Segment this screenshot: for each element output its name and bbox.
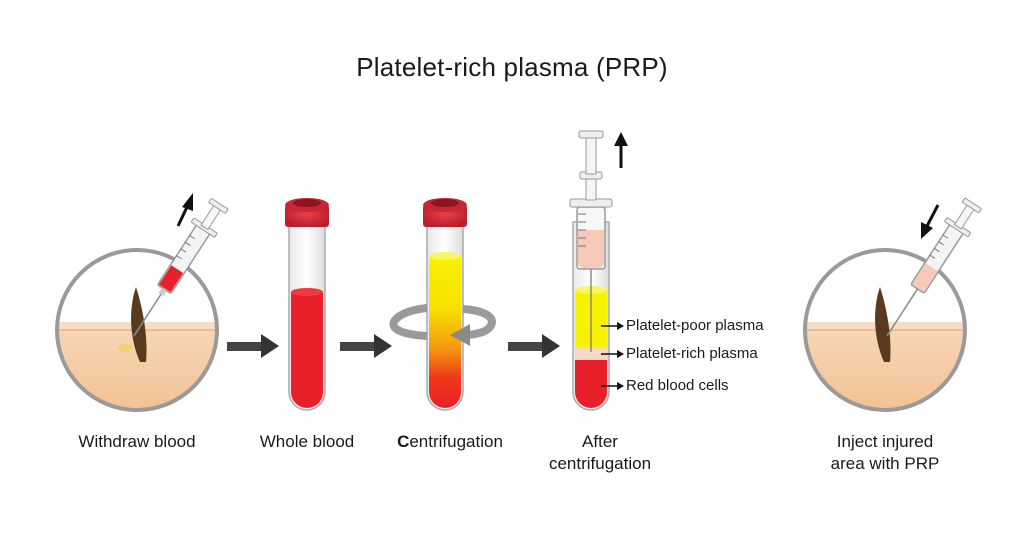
arrow-down-icon xyxy=(921,204,940,239)
syringe-withdraw-icon xyxy=(133,198,229,337)
whole-blood-tube xyxy=(285,198,329,411)
label-after-line2: centrifugation xyxy=(548,454,652,473)
flow-arrow-2 xyxy=(340,334,392,358)
centrifuge-tube xyxy=(423,198,467,411)
flow-arrow-3 xyxy=(508,334,560,358)
inject-skin-circle xyxy=(803,248,967,412)
syringe-extract-icon xyxy=(569,130,613,352)
syringe-inject-icon xyxy=(886,197,982,337)
label-centrifugation-initial: C xyxy=(397,432,410,451)
layer-pointer-arrows xyxy=(601,322,624,390)
label-centrifugation: Centrifugation xyxy=(370,431,530,453)
layer-label-platelet-poor: Platelet-poor plasma xyxy=(626,317,764,334)
rotation-arrow-icon xyxy=(389,304,497,346)
label-after-line1: After xyxy=(582,432,618,451)
label-withdraw-blood: Withdraw blood xyxy=(78,432,196,451)
flow-arrow-1 xyxy=(227,334,279,358)
hair-follicle-icon-2 xyxy=(875,287,891,362)
label-centrifugation-rest: entrifugation xyxy=(409,432,503,451)
label-inject-line1: Inject injured xyxy=(836,432,934,451)
label-inject-line2: area with PRP xyxy=(830,454,940,473)
arrow-up-icon xyxy=(176,193,193,227)
label-after-centrifugation: After centrifugation xyxy=(515,431,685,475)
page-title: Platelet-rich plasma (PRP) xyxy=(356,52,668,82)
label-inject: Inject injured area with PRP xyxy=(800,431,970,475)
arrow-up-extract-icon xyxy=(614,132,628,168)
label-whole-blood: Whole blood xyxy=(259,432,355,451)
layer-label-red-blood-cells: Red blood cells xyxy=(626,377,729,394)
hair-follicle-icon xyxy=(118,287,147,362)
layer-label-platelet-rich: Platelet-rich plasma xyxy=(626,345,758,362)
